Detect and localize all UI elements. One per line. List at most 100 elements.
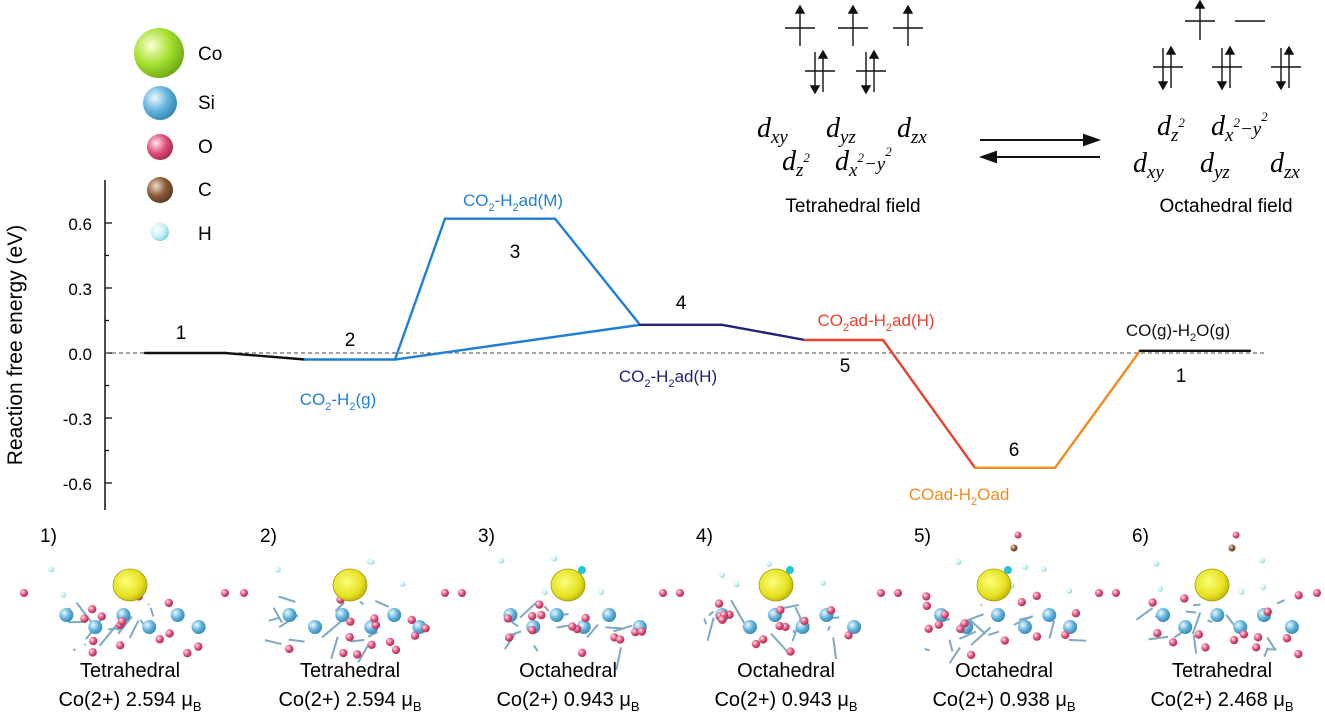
label-coad-h2oad: COad-H2Oad bbox=[909, 485, 1010, 508]
connector-3-4 bbox=[553, 217, 642, 327]
legend-label-o: O bbox=[198, 137, 213, 158]
y-axis: 0.6 0.3 0.0 -0.3 -0.6 Reaction free ener… bbox=[4, 180, 112, 510]
o-atom bbox=[615, 635, 625, 644]
coordination-geometry-label: Tetrahedral bbox=[300, 660, 400, 682]
label-co-g-h2o-g: CO(g)-H2O(g) bbox=[1126, 321, 1230, 344]
bond bbox=[959, 630, 977, 640]
o-atom bbox=[165, 629, 174, 638]
o-atom bbox=[1032, 591, 1041, 601]
si-atom bbox=[142, 620, 157, 634]
bond bbox=[367, 631, 379, 638]
o-atom bbox=[407, 615, 416, 625]
o-atom bbox=[676, 589, 684, 597]
o-atom bbox=[183, 648, 192, 658]
bond bbox=[988, 630, 1000, 636]
o-atom bbox=[421, 624, 430, 633]
coordination-geometry-label: Octahedral bbox=[955, 660, 1053, 682]
bond bbox=[350, 638, 365, 643]
structure-number: 6) bbox=[1132, 526, 1149, 547]
structure-number: 2) bbox=[260, 526, 277, 547]
octahedral-splitting-diagram bbox=[1153, 0, 1301, 91]
orbital-dyz: dyz bbox=[826, 113, 856, 148]
structure-number: 5) bbox=[914, 526, 931, 547]
bond bbox=[117, 615, 133, 635]
o-atom bbox=[285, 644, 294, 654]
bond bbox=[519, 600, 539, 619]
orbital-dxy: dxy bbox=[757, 113, 788, 148]
h-atom bbox=[1153, 560, 1160, 567]
h-atom bbox=[1066, 587, 1073, 594]
o-atom bbox=[1294, 591, 1303, 600]
o-atom bbox=[1180, 594, 1189, 603]
o-atom bbox=[20, 589, 28, 597]
o-atom bbox=[164, 598, 174, 608]
si-atom bbox=[387, 608, 402, 622]
o-atom bbox=[568, 622, 577, 631]
spin-density-isosurface bbox=[758, 568, 794, 602]
bond bbox=[321, 619, 343, 639]
connector-1-2 bbox=[223, 351, 307, 361]
si-atom bbox=[59, 608, 74, 622]
connector-4-5 bbox=[720, 323, 807, 342]
bond bbox=[278, 595, 296, 603]
o-atom bbox=[385, 637, 395, 647]
legend-label-c: C bbox=[198, 180, 212, 201]
h-atom bbox=[399, 580, 406, 587]
o-atom bbox=[1201, 643, 1210, 652]
orbital-dz2: dz2 bbox=[782, 146, 810, 181]
c-atom bbox=[1228, 544, 1236, 552]
legend-swatch-o bbox=[147, 134, 173, 160]
o-atom bbox=[410, 631, 420, 640]
o-atom bbox=[1313, 589, 1321, 597]
structure-number: 4) bbox=[696, 526, 713, 547]
o-atom bbox=[1229, 635, 1239, 645]
bond bbox=[1148, 635, 1169, 641]
si-atom bbox=[1284, 620, 1299, 634]
bond bbox=[605, 626, 623, 630]
y-axis-label: Reaction free energy (eV) bbox=[4, 225, 27, 465]
orbital-oct-dzx: dzx bbox=[1270, 148, 1300, 183]
si-atom bbox=[1017, 620, 1032, 634]
o-atom bbox=[367, 640, 376, 649]
bond bbox=[980, 603, 983, 607]
bond bbox=[510, 620, 519, 628]
h-atom bbox=[368, 558, 375, 565]
y-tick-label: -0.3 bbox=[63, 410, 92, 429]
equilibrium-arrows-icon bbox=[979, 133, 1101, 164]
coordination-geometry-label: Octahedral bbox=[737, 660, 835, 682]
legend-swatch-c bbox=[147, 177, 173, 203]
y-tick-label: 0.3 bbox=[68, 280, 92, 299]
bond bbox=[359, 600, 365, 606]
bond bbox=[83, 643, 87, 647]
o-atom bbox=[718, 615, 727, 624]
o-atom bbox=[89, 636, 98, 646]
co-adsorbate-atom bbox=[786, 566, 794, 574]
si-atom bbox=[847, 620, 862, 634]
legend-label-co: Co bbox=[198, 44, 222, 65]
o-atom bbox=[922, 592, 931, 601]
h-atom bbox=[1238, 588, 1245, 595]
o-atom bbox=[577, 648, 587, 658]
coordination-geometry-label: Tetrahedral bbox=[1172, 660, 1272, 682]
o-atom bbox=[714, 599, 724, 608]
bond bbox=[1276, 599, 1285, 605]
magnetic-moment-label: Co(2+) 0.938 μB bbox=[932, 689, 1075, 714]
o-atom bbox=[924, 624, 933, 634]
o-atom bbox=[1014, 531, 1022, 539]
o-atom bbox=[537, 610, 546, 620]
o-atom bbox=[1232, 531, 1240, 539]
bond bbox=[1191, 612, 1202, 635]
h-atom bbox=[719, 571, 726, 578]
o-atom bbox=[877, 589, 885, 597]
connector-2-3 bbox=[393, 217, 447, 361]
label-co2ad-h2ad-h: CO2ad-H2ad(H) bbox=[817, 311, 934, 334]
o-atom bbox=[1294, 649, 1303, 659]
si-atom bbox=[1210, 608, 1225, 622]
o-atom bbox=[1282, 634, 1292, 643]
o-atom bbox=[345, 632, 354, 642]
legend-swatch-si bbox=[143, 86, 177, 120]
bond bbox=[1192, 603, 1201, 607]
o-atom bbox=[1251, 643, 1261, 652]
